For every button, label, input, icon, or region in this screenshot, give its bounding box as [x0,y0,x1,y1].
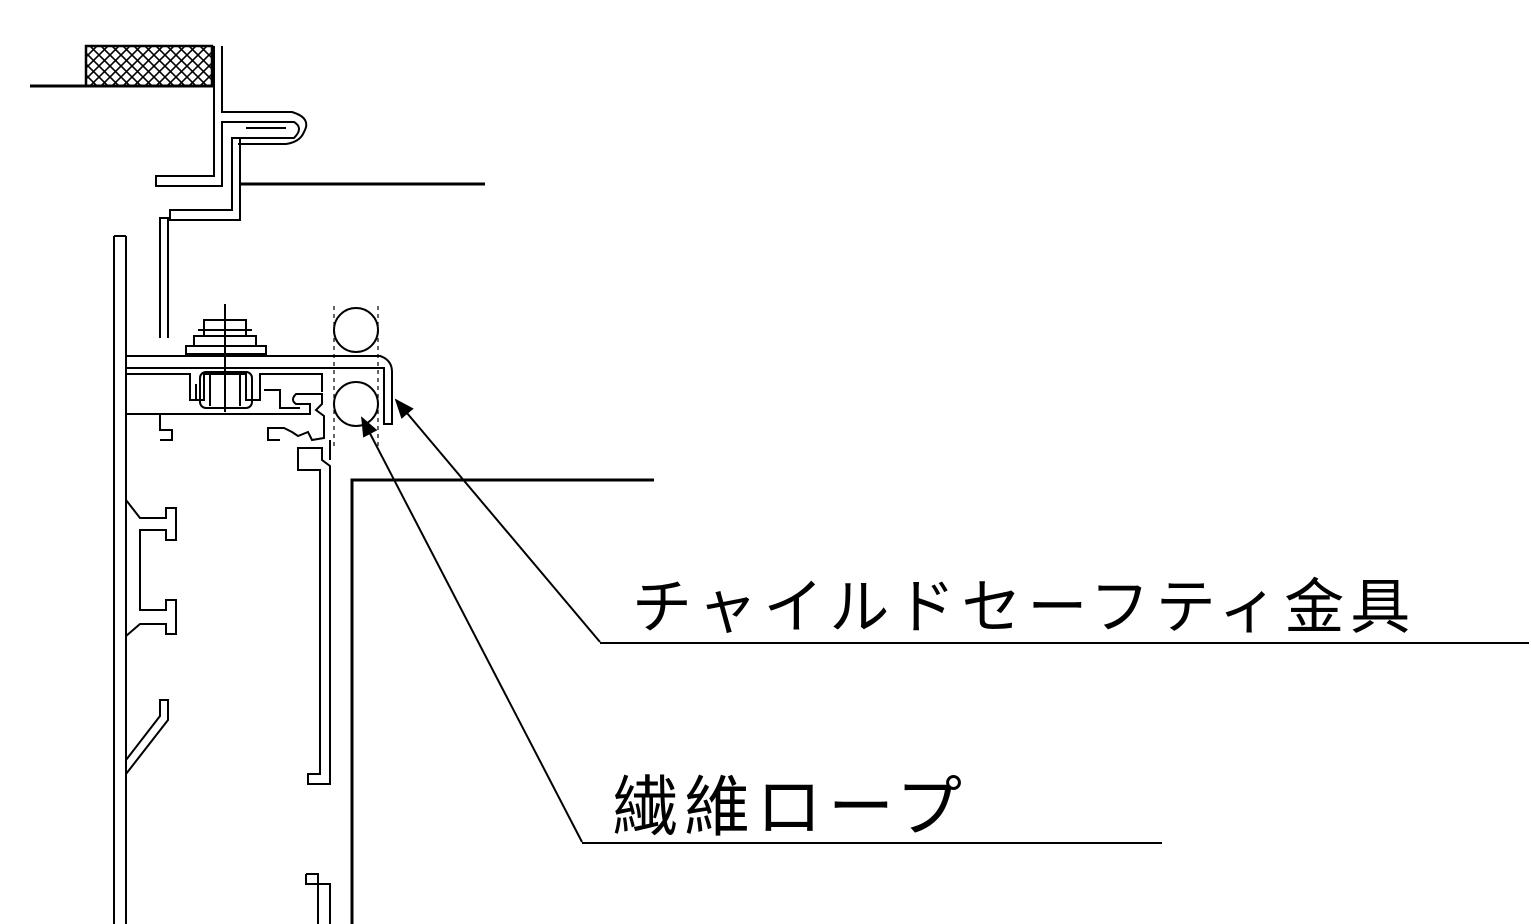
leader-fiber-rope [361,416,1162,844]
label-child-safety-fitting: チャイルドセーフティ金具 [632,573,1416,643]
bolt-assembly [185,304,267,412]
outer-wall-line [350,478,654,924]
leader-child-safety [394,398,1529,644]
rail-profile [113,235,393,924]
hanger-bracket [159,217,169,338]
rope-assembly [333,306,379,450]
insulation-block [84,44,214,88]
wall-bracket [155,46,308,221]
label-fiber-rope: 繊維ロープ [612,769,968,846]
